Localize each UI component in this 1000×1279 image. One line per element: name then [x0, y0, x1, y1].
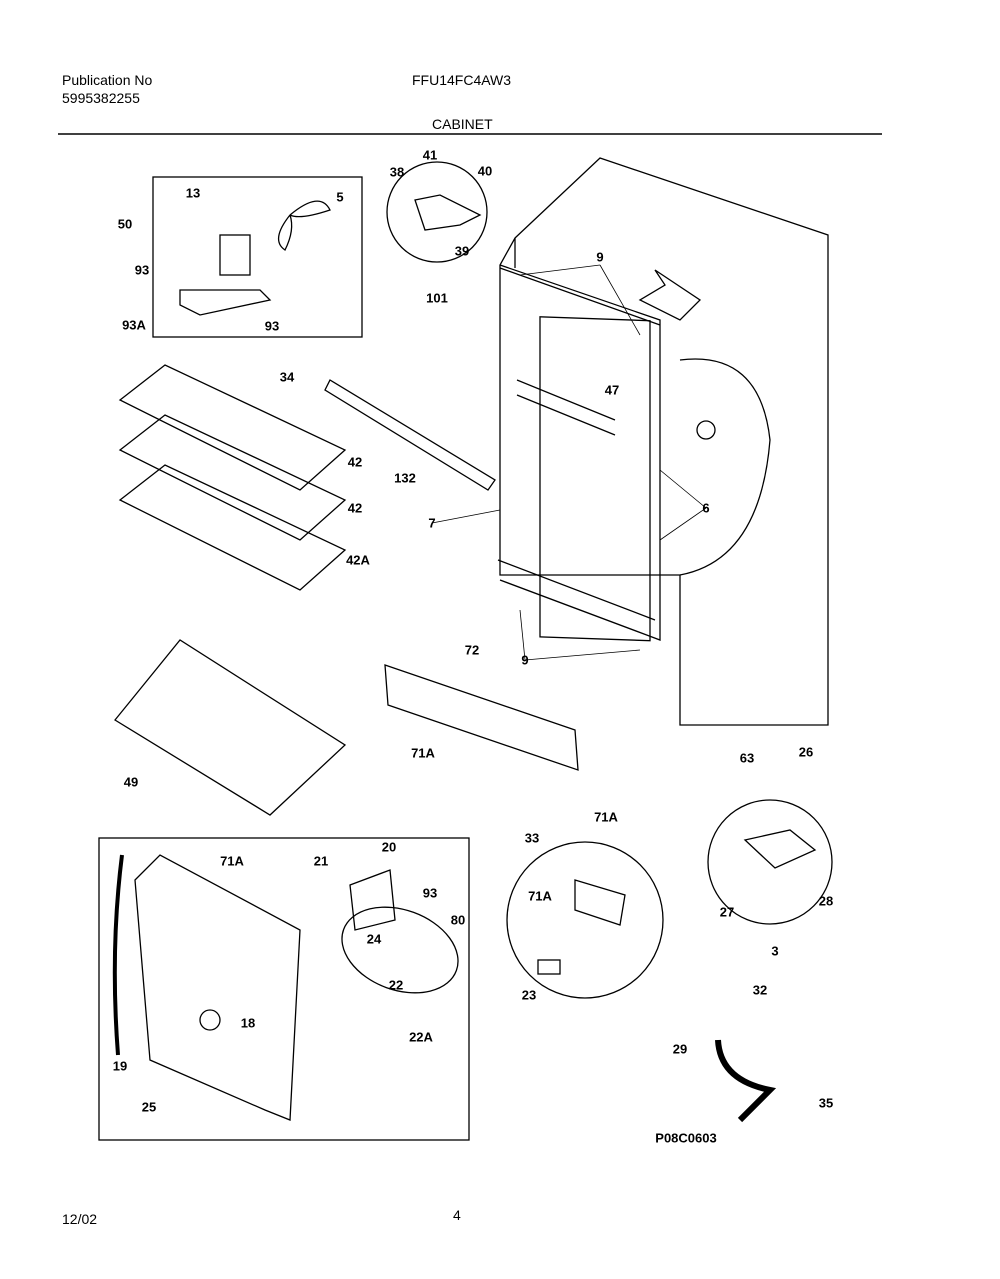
- callout-3: 3: [771, 943, 779, 959]
- footer-date: 12/02: [62, 1211, 98, 1227]
- callout-29: 29: [672, 1041, 688, 1057]
- callout-34: 34: [279, 369, 295, 385]
- diagram-id: P08C0603: [655, 1130, 717, 1146]
- callout-71a: 71A: [528, 888, 552, 904]
- callout-21: 21: [313, 853, 329, 869]
- callout-39: 39: [454, 243, 470, 259]
- callout-80: 80: [450, 912, 466, 928]
- toe-grille: [384, 664, 579, 771]
- callout-5: 5: [336, 189, 344, 205]
- publication-label: Publication No: [62, 72, 153, 88]
- callout-7: 7: [428, 515, 436, 531]
- top-hinge-detail: [386, 161, 488, 263]
- callout-23: 23: [521, 987, 537, 1003]
- callout-71a: 71A: [220, 853, 244, 869]
- callout-18: 18: [240, 1015, 256, 1031]
- callout-132: 132: [394, 470, 416, 486]
- fan-motor-drawing: [179, 200, 331, 316]
- air-duct-cover: [134, 854, 301, 1121]
- callout-26: 26: [798, 744, 814, 760]
- air-duct-inset-box: [98, 837, 470, 1141]
- callout-42: 42: [347, 454, 363, 470]
- callout-63: 63: [739, 750, 755, 766]
- fan-inset-box: [152, 176, 363, 338]
- callout-72: 72: [464, 642, 480, 658]
- callout-22a: 22A: [409, 1029, 433, 1045]
- page-number: 4: [453, 1207, 461, 1223]
- bottom-hinge-detail: [707, 799, 833, 925]
- callout-24: 24: [366, 931, 382, 947]
- callout-50: 50: [117, 216, 133, 232]
- switch-detail: [506, 841, 664, 999]
- callout-6: 6: [702, 500, 710, 516]
- section-title: CABINET: [432, 116, 493, 132]
- callout-33: 33: [524, 830, 540, 846]
- callout-27: 27: [719, 904, 735, 920]
- callout-42: 42: [347, 500, 363, 516]
- callout-28: 28: [818, 893, 834, 909]
- callout-25: 25: [141, 1099, 157, 1115]
- callout-41: 41: [422, 147, 438, 163]
- callout-49: 49: [123, 774, 139, 790]
- callout-42a: 42A: [346, 552, 370, 568]
- drain-trough: [324, 379, 496, 491]
- leveling-leg: [715, 1039, 777, 1123]
- callout-9: 9: [596, 249, 604, 265]
- callout-20: 20: [381, 839, 397, 855]
- callout-93: 93: [134, 262, 150, 278]
- callout-71a: 71A: [594, 809, 618, 825]
- cabinet-drawing: [497, 157, 829, 726]
- callout-13: 13: [185, 185, 201, 201]
- wire-shelves: [114, 364, 347, 816]
- callout-93a: 93A: [122, 317, 146, 333]
- callout-93: 93: [264, 318, 280, 334]
- callout-9: 9: [521, 652, 529, 668]
- callout-47: 47: [604, 382, 620, 398]
- publication-number: 5995382255: [62, 90, 140, 106]
- callout-22: 22: [388, 977, 404, 993]
- callout-40: 40: [477, 163, 493, 179]
- callout-38: 38: [389, 164, 405, 180]
- callout-19: 19: [112, 1058, 128, 1074]
- model-number: FFU14FC4AW3: [412, 72, 512, 88]
- callout-35: 35: [818, 1095, 834, 1111]
- callout-32: 32: [752, 982, 768, 998]
- callout-101: 101: [426, 290, 448, 306]
- callout-93: 93: [422, 885, 438, 901]
- callout-71a: 71A: [411, 745, 435, 761]
